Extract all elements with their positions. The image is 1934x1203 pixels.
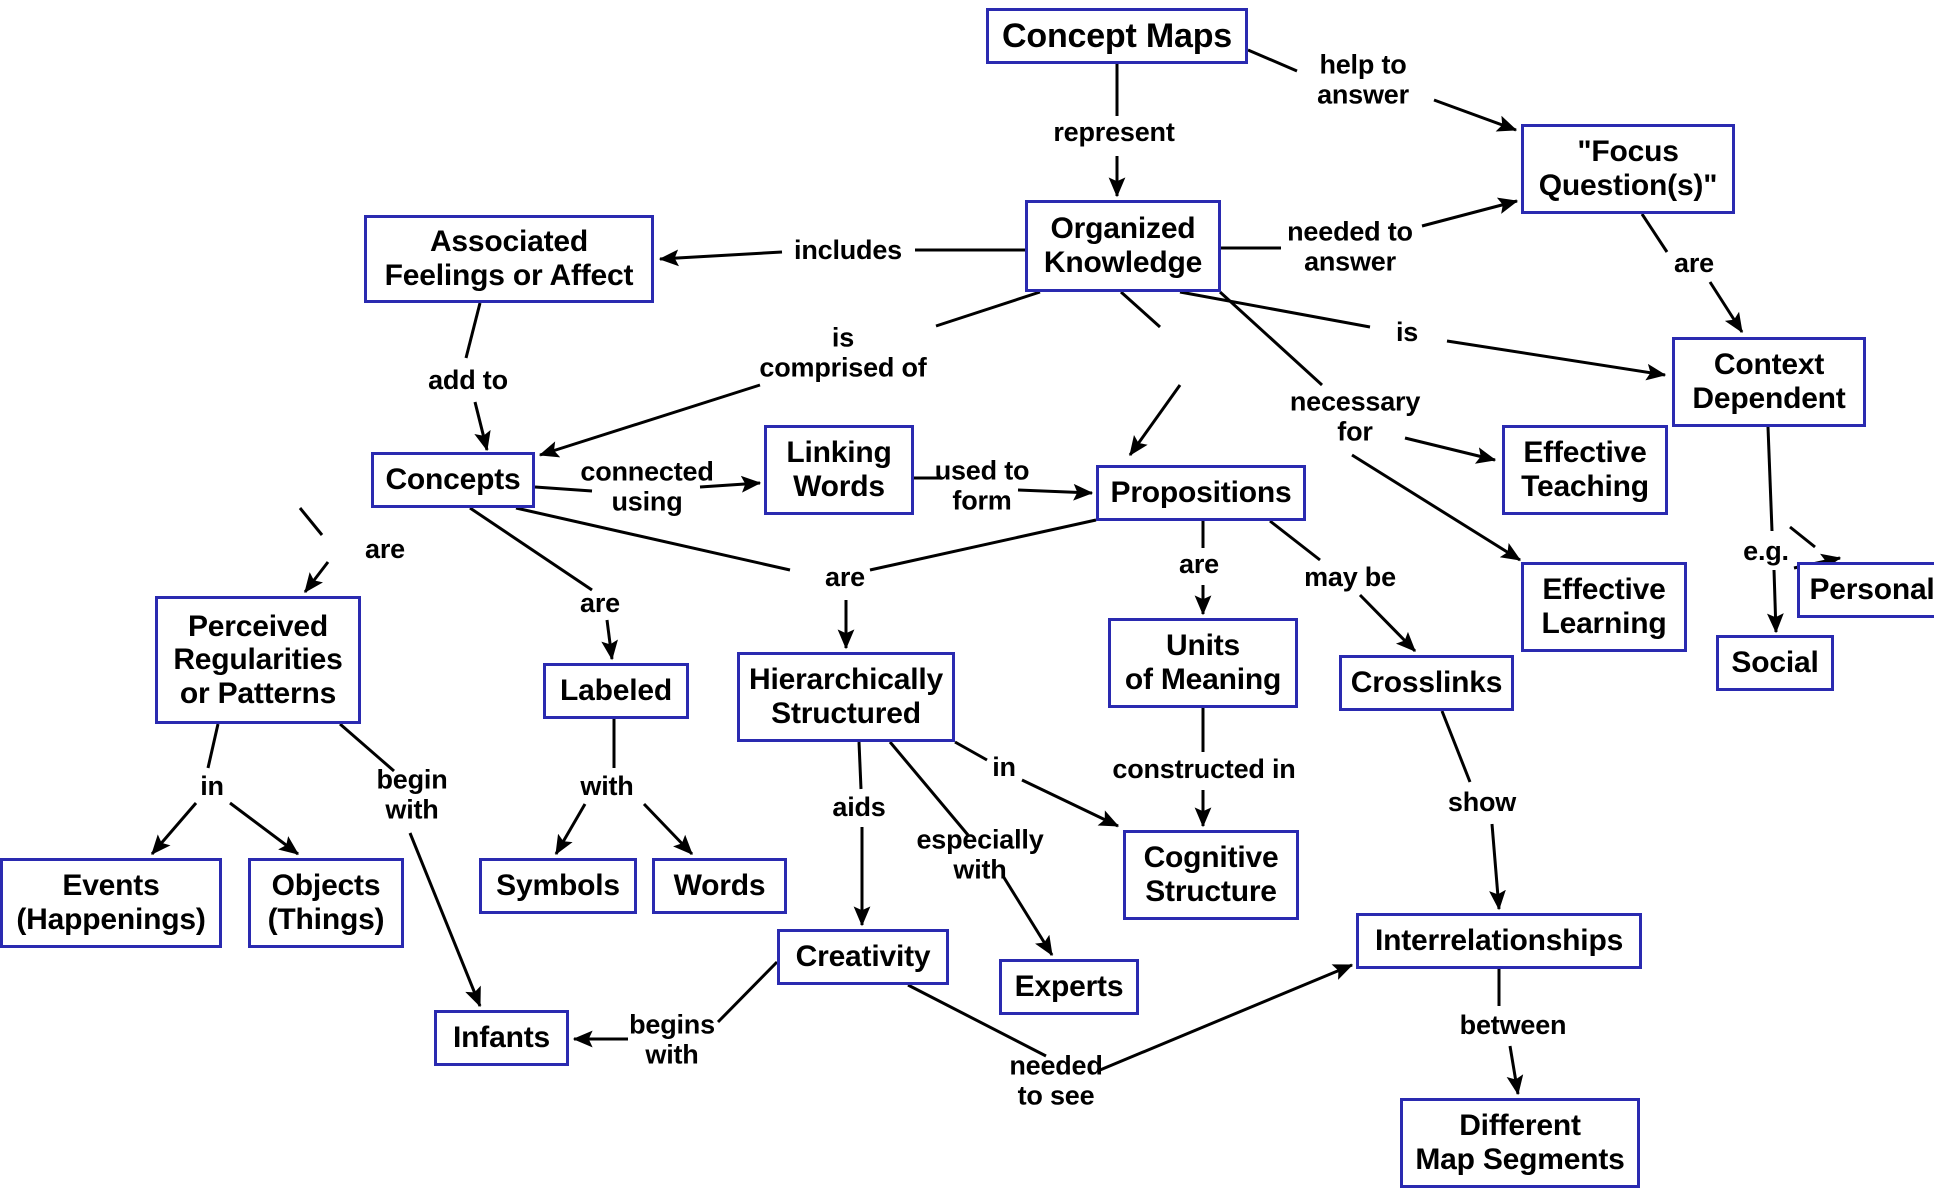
edge-label-with_symbols: with <box>580 771 634 802</box>
edge-label-especially_with: especially with <box>916 824 1044 884</box>
connector-l-prop-cross <box>1269 519 1321 562</box>
edge-label-are_concepts: are <box>365 534 405 565</box>
concept-node-organized_knowledge[interactable]: Organized Knowledge <box>1025 200 1221 292</box>
connector-l-ok-fq2 <box>1421 197 1519 228</box>
connector-l-ok-prop <box>1119 290 1162 329</box>
connector-l-con-hier <box>515 506 791 572</box>
edge-label-represent: represent <box>1053 117 1175 148</box>
edge-label-may_be: may be <box>1304 562 1396 593</box>
connector-l-cr-int2 <box>1489 823 1506 911</box>
edge-label-are_hier: are <box>825 562 865 593</box>
edge-label-used_to_form: used to form <box>934 455 1030 515</box>
connector-l-ok-con <box>935 290 1041 328</box>
concept-node-concepts[interactable]: Concepts <box>371 452 535 508</box>
edge-label-in_events: in <box>200 771 224 802</box>
edge-label-is_ctx: is <box>1395 317 1419 348</box>
connector-l-hier-cre <box>857 741 863 790</box>
connector-l-af-con <box>464 302 482 359</box>
connector-l-hier-cog2 <box>1021 778 1120 828</box>
edge-label-between: between <box>1459 1010 1567 1041</box>
connector-l-con-pr2 <box>303 561 330 593</box>
connector-l-ok-prop2 <box>1128 384 1182 456</box>
connector-l-ctx-soc <box>1766 426 1774 532</box>
edge-label-aids: aids <box>832 792 886 823</box>
connector-l-con-pr <box>298 507 324 536</box>
edge-label-begin_with: begin with <box>376 764 448 824</box>
connector-l-con-lab <box>469 506 593 592</box>
edge-label-needed_to_see: needed to see <box>1009 1050 1103 1110</box>
concept-node-context_dependent[interactable]: Context Dependent <box>1672 337 1866 427</box>
edge-label-eg: e.g. <box>1743 536 1789 567</box>
concept-node-events[interactable]: Events (Happenings) <box>0 858 222 948</box>
concept-node-cognitive_structure[interactable]: Cognitive Structure <box>1123 830 1299 920</box>
concept-node-focus_questions[interactable]: "Focus Question(s)" <box>1521 124 1735 214</box>
edge-label-show: show <box>1447 787 1517 818</box>
concept-node-hier_structured[interactable]: Hierarchically Structured <box>737 652 955 742</box>
connector-l-ok-af2 <box>658 249 783 267</box>
edge-label-add_to: add to <box>428 365 508 396</box>
concept-node-units_meaning[interactable]: Units of Meaning <box>1108 618 1298 708</box>
connector-l-ok-con2 <box>538 383 761 458</box>
edge-label-are_units: are <box>1179 549 1219 580</box>
connector-l-fq-ctx2 <box>1708 281 1744 334</box>
edge-label-includes: includes <box>794 235 902 266</box>
concept-node-propositions[interactable]: Propositions <box>1096 465 1306 521</box>
edge-label-are_ctx: are <box>1674 248 1714 279</box>
connector-l-cr-int <box>1440 710 1472 783</box>
connector-l-con-lab2 <box>601 619 618 661</box>
connector-l-cre-inf <box>716 960 779 1024</box>
edge-label-are_labeled: are <box>580 588 620 619</box>
concept-node-personal[interactable]: Personal <box>1797 562 1934 618</box>
concept-node-infants[interactable]: Infants <box>434 1010 569 1066</box>
connector-l-prop-hier <box>869 518 1097 572</box>
concept-node-crosslinks[interactable]: Crosslinks <box>1339 655 1514 711</box>
concept-node-symbols[interactable]: Symbols <box>479 858 637 914</box>
concept-node-experts[interactable]: Experts <box>999 959 1139 1015</box>
connector-l-hier-exp <box>888 741 970 836</box>
connector-l-af-con2 <box>473 401 491 452</box>
edge-label-help_to_answer: help to answer <box>1317 49 1409 109</box>
concept-node-words[interactable]: Words <box>652 858 787 914</box>
edge-label-connected_using: connected using <box>580 456 714 516</box>
edge-label-begins_with: begins with <box>629 1009 715 1069</box>
connector-l-prop-cross2 <box>1358 593 1417 653</box>
concept-node-labeled[interactable]: Labeled <box>543 663 689 719</box>
concept-node-concept_maps[interactable]: Concept Maps <box>986 8 1248 64</box>
edge-label-constructed_in: constructed in <box>1112 754 1296 785</box>
edge-label-in_cognitive: in <box>992 752 1016 783</box>
connector-l-pr-ev2 <box>150 802 198 855</box>
connector-l-int-seg2 <box>1506 1045 1524 1096</box>
connector-l-pr-inf2 <box>408 832 482 1008</box>
connector-l-pr-ev <box>206 723 220 769</box>
connector-l-ok-ctx <box>1179 290 1371 329</box>
concept-node-effective_teaching[interactable]: Effective Teaching <box>1502 425 1668 515</box>
connector-l-lab-wor <box>642 802 694 856</box>
concept-node-effective_learning[interactable]: Effective Learning <box>1521 562 1687 652</box>
connector-l-ok-teach <box>1218 290 1324 387</box>
edge-label-needed_answer: needed to answer <box>1287 216 1413 276</box>
connector-l-ok-learn <box>1351 453 1522 562</box>
concept-node-interrelationships[interactable]: Interrelationships <box>1356 913 1642 969</box>
concept-node-perceived_reg[interactable]: Perceived Regularities or Patterns <box>155 596 361 724</box>
connector-l-ok-ctx2 <box>1446 339 1667 381</box>
connector-l-ctx-per <box>1789 525 1816 549</box>
connector-l-pr-obj <box>229 801 299 856</box>
concept-node-linking_words[interactable]: Linking Words <box>764 425 914 515</box>
connector-l-hier-exp2 <box>1001 875 1054 957</box>
concept-node-assoc_feelings[interactable]: Associated Feelings or Affect <box>364 215 654 303</box>
connector-l-hier-cog <box>954 740 988 762</box>
connector-l-cm-fq2 <box>1433 98 1518 132</box>
edge-label-is_comprised: is comprised of <box>759 322 927 382</box>
connector-l-fq-ctx <box>1640 213 1669 253</box>
concept-node-social[interactable]: Social <box>1716 635 1834 691</box>
connector-l-cm-fq <box>1247 48 1298 73</box>
concept-node-creativity[interactable]: Creativity <box>777 929 949 985</box>
edge-label-necessary_for: necessary for <box>1289 386 1421 446</box>
connector-l-lab-sym2 <box>554 803 587 856</box>
concept-node-objects[interactable]: Objects (Things) <box>248 858 404 948</box>
connector-l-ctx-soc2 <box>1767 569 1784 634</box>
concept-node-diff_map_segments[interactable]: Different Map Segments <box>1400 1098 1640 1188</box>
